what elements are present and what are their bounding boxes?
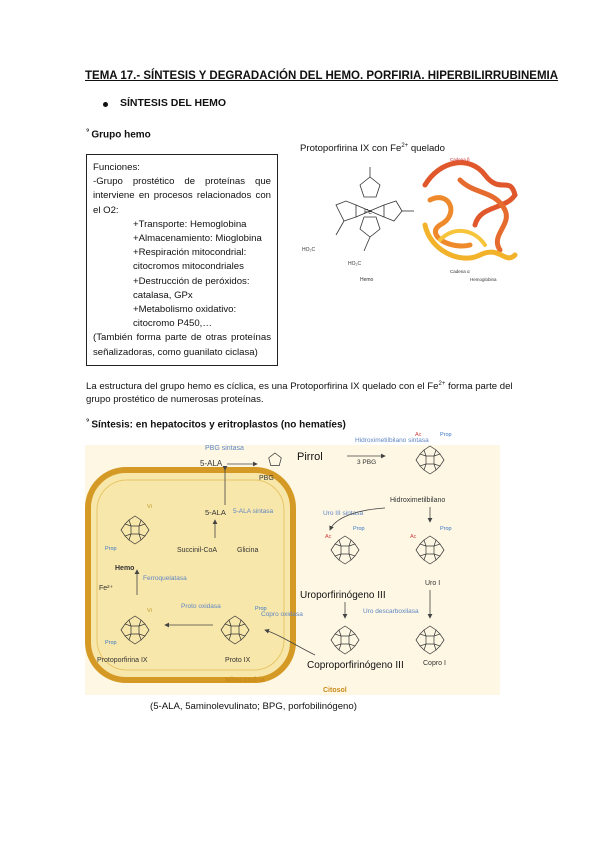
ala-sintasa-label: 5-ALA sintasa <box>233 508 273 515</box>
hemo-label: Hemo <box>115 565 134 572</box>
pbg-structure-icon <box>268 452 282 466</box>
succinil-label: Succinil-CoA <box>177 547 217 554</box>
bullet-icon <box>103 102 108 107</box>
vi-label: Vi <box>147 608 152 614</box>
box-line: +Metabolismo oxidativo: citocromo P450,… <box>133 304 237 330</box>
ac-label: Ac <box>325 534 332 540</box>
arrow-marker-icon: ⁹ <box>86 418 90 425</box>
ho2c-label: HO₂C <box>302 247 315 253</box>
proto-oxidasa-label: Proto oxidasa <box>181 603 221 610</box>
vi-label: Vi <box>147 504 152 510</box>
cadena-beta-label: Cadena β <box>450 157 470 162</box>
uro-descarbox-label: Uro descarboxilasa <box>363 608 419 615</box>
bottom-caption: (5-ALA, 5aminolevulinato; BPG, porfobili… <box>150 701 357 712</box>
uro3-sintasa-label: Uro III sintasa <box>323 510 363 517</box>
box-line: +Transporte: Hemoglobina <box>133 218 247 230</box>
box-line: Funciones: <box>93 162 140 173</box>
prop-label: Prop <box>353 526 365 532</box>
hidroximetilbilano-label: Hidroximetilbilano <box>390 497 445 504</box>
section-heading: SÍNTESIS DEL HEMO <box>120 97 226 109</box>
glicina-label: Glicina <box>237 547 259 554</box>
arrow-marker-icon: ⁹ <box>86 128 90 135</box>
funciones-box: Funciones: -Grupo prostético de proteína… <box>86 154 278 366</box>
arrow <box>329 507 386 531</box>
box-line: +Almacenamiento: Mioglobina <box>133 233 262 245</box>
structure-paragraph: La estructura del grupo hemo es cíclica,… <box>86 378 516 406</box>
prop-label: Prop <box>440 432 452 438</box>
para-text-2: forma parte del grupo prostético de nume… <box>86 381 513 406</box>
sintesis-label: Síntesis: en hepatocitos y eritroplastos… <box>91 419 346 431</box>
three-pbg-label: 3 PBG <box>357 459 376 466</box>
box-line: (También forma parte de otras proteínas … <box>93 332 271 358</box>
hemo-figure: Fe HO₂C HO₂C Hemo Cadena β Cadena α Hemo… <box>302 157 518 283</box>
fe-label: Fe <box>364 209 372 216</box>
sintesis-diagram: PBG sintasa 5-ALA PBG Pirrol Hidroximeti… <box>85 432 500 695</box>
hemo-figure-label: Hemo <box>360 277 374 283</box>
caption-text: Protoporfirina IX con Fe <box>300 143 402 155</box>
citosol-label: Citosol <box>323 687 347 694</box>
ala-mid-label: 5-ALA <box>205 508 226 517</box>
caption-sup: 2+ <box>401 143 409 149</box>
heme-structure-icon <box>335 167 414 252</box>
prop-label: Prop <box>105 640 117 646</box>
ala-top-label: 5-ALA <box>200 459 223 468</box>
uroporfirinogeno-label: Uroporfirinógeno III <box>300 590 386 601</box>
hemoglobina-label: Hemoglobina <box>470 277 497 282</box>
hemoglobin-ribbon-icon <box>422 160 518 261</box>
copro-i-label: Copro I <box>423 660 446 667</box>
ho2c-label: HO₂C <box>348 261 361 267</box>
page-title: TEMA 17.- SÍNTESIS Y DEGRADACIÓN DEL HEM… <box>85 70 559 82</box>
mitocondria-label: Mitocondria <box>225 677 265 684</box>
para-sup: 2+ <box>438 381 446 387</box>
grupo-hemo-label: Grupo hemo <box>91 129 151 141</box>
uro-i-label: Uro I <box>425 580 440 587</box>
prop-label: Prop <box>255 606 267 612</box>
prop-label: Prop <box>440 526 452 532</box>
caption-end: quelado <box>408 143 445 155</box>
figure-caption: Protoporfirina IX con Fe2+ quelado <box>300 143 445 154</box>
ferroquelatasa-label: Ferroquelatasa <box>143 575 187 582</box>
hmb-sintasa-label: Hidroximetilbilano sintasa <box>355 437 429 444</box>
fe-label: Fe²⁺ <box>99 585 114 592</box>
prop-label: Prop <box>105 546 117 552</box>
coproporfirinogeno-label: Coproporfirinógeno III <box>307 660 404 671</box>
box-line: -Grupo prostético de proteínas que inter… <box>93 176 271 216</box>
ac-label: Ac <box>415 432 422 438</box>
ac-label: Ac <box>410 534 417 540</box>
arrow <box>264 628 316 656</box>
mitocondria-shape <box>85 467 296 683</box>
mitocondria-inner <box>96 479 285 671</box>
para-text: La estructura del grupo hemo es cíclica,… <box>86 381 439 393</box>
protoporfirina-label: Protoporfirina IX <box>97 657 148 664</box>
pirrol-label: Pirrol <box>297 451 323 463</box>
cadena-alpha-label: Cadena α <box>450 269 470 274</box>
pbg-label: PBG <box>259 475 274 482</box>
copro-oxidasa-label: Copro oxidasa <box>261 611 303 618</box>
box-line: +Destrucción de peróxidos: catalasa, GPx <box>133 275 250 301</box>
protoix-label: Proto IX <box>225 657 251 664</box>
box-line: +Respiración mitocondrial: citocromos mi… <box>133 247 247 273</box>
pbg-sintasa-label: PBG sintasa <box>205 445 244 452</box>
